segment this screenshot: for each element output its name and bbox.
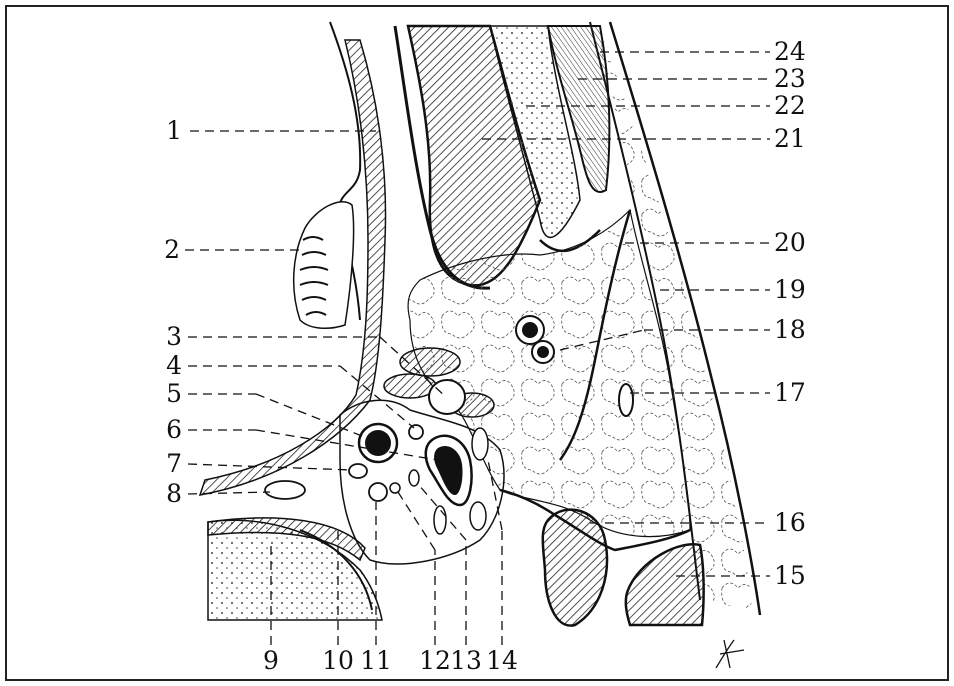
structure-3-center [429,380,465,414]
structure-17 [619,384,633,416]
vessel-5-lumen [365,430,391,456]
structure-4 [409,425,423,439]
buccal-layer [200,40,386,495]
structure-13b [434,506,446,534]
label-4: 4 [142,353,182,378]
label-22: 22 [774,93,806,118]
label-8: 8 [142,481,182,506]
label-18: 18 [774,317,806,342]
structure-11 [369,483,387,501]
structure-13 [409,470,419,486]
label-17: 17 [774,380,806,405]
label-21: 21 [774,126,806,151]
label-2: 2 [140,237,180,262]
label-15: 15 [774,563,806,588]
structure-7 [349,464,367,478]
label-23: 23 [774,66,806,91]
signature-mark [716,640,744,668]
structure-8 [265,481,305,499]
tooth-crown [294,202,354,328]
label-10: 10 [318,648,358,673]
label-6: 6 [142,417,182,442]
label-3: 3 [142,324,182,349]
structure-14b [470,502,486,530]
label-7: 7 [142,451,182,476]
label-13: 13 [446,648,486,673]
label-24: 24 [774,39,806,64]
label-11: 11 [356,648,396,673]
structure-14a [472,428,488,460]
label-9: 9 [251,648,291,673]
label-14: 14 [482,648,522,673]
structure-12 [390,483,400,493]
vessel-18a-lumen [522,322,538,338]
label-5: 5 [142,381,182,406]
vessel-18b-lumen [537,346,549,358]
label-19: 19 [774,277,806,302]
muscle-3a [400,348,460,376]
muscle-15 [626,544,704,625]
label-20: 20 [774,230,806,255]
label-16: 16 [774,510,806,535]
label-1: 1 [142,118,182,143]
